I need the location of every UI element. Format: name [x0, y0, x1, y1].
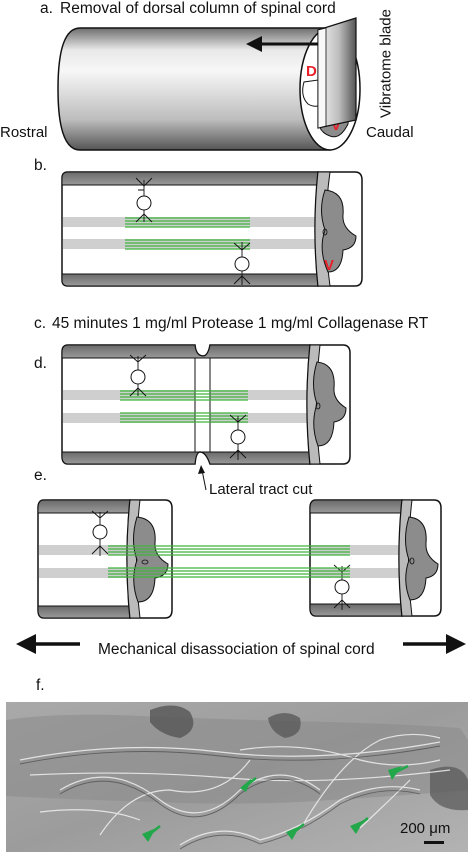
vibratome-blade — [317, 17, 357, 129]
lateral-cut-arrow — [201, 469, 207, 491]
scale-bar-label: 200 μm — [400, 820, 451, 837]
lateral-tract-cut-label: Lateral tract cut — [209, 481, 313, 498]
panel-c-text-letter: c. — [34, 315, 47, 332]
panel-e-separated-blocks — [37, 499, 442, 619]
micrograph-image — [6, 702, 468, 852]
ventral-mark: V — [331, 117, 341, 134]
rostral-label: Rostral — [0, 124, 48, 141]
lateral-cut-arrow-head — [198, 465, 205, 474]
panel-b-cord-block — [61, 171, 363, 287]
scale-bar-line — [424, 841, 444, 844]
panel-d-letter: d. — [34, 355, 47, 372]
panel-b-letter: b. — [34, 157, 47, 174]
green-arrow-markers — [142, 764, 409, 842]
dorsal-mark: D — [306, 63, 317, 80]
panel-f-letter: f. — [36, 677, 45, 694]
caudal-label: Caudal — [366, 124, 414, 141]
panel-d-cord-block-cut — [61, 344, 351, 465]
panel-a-spinal-cord-cylinder — [57, 27, 361, 151]
disassociation-arrows — [16, 634, 466, 654]
blade-arrow-head — [246, 36, 262, 52]
panel-a-letter: a. — [40, 0, 53, 17]
panel-a-title: Removal of dorsal column of spinal cord — [60, 0, 336, 17]
mechanical-disassociation-caption: Mechanical disassociation of spinal cord — [98, 641, 375, 658]
panel-b-ventral-mark: V — [324, 257, 334, 274]
panel-c-text: 45 minutes 1 mg/ml Protease 1 mg/ml Coll… — [52, 315, 429, 332]
panel-e-letter: e. — [34, 467, 47, 484]
